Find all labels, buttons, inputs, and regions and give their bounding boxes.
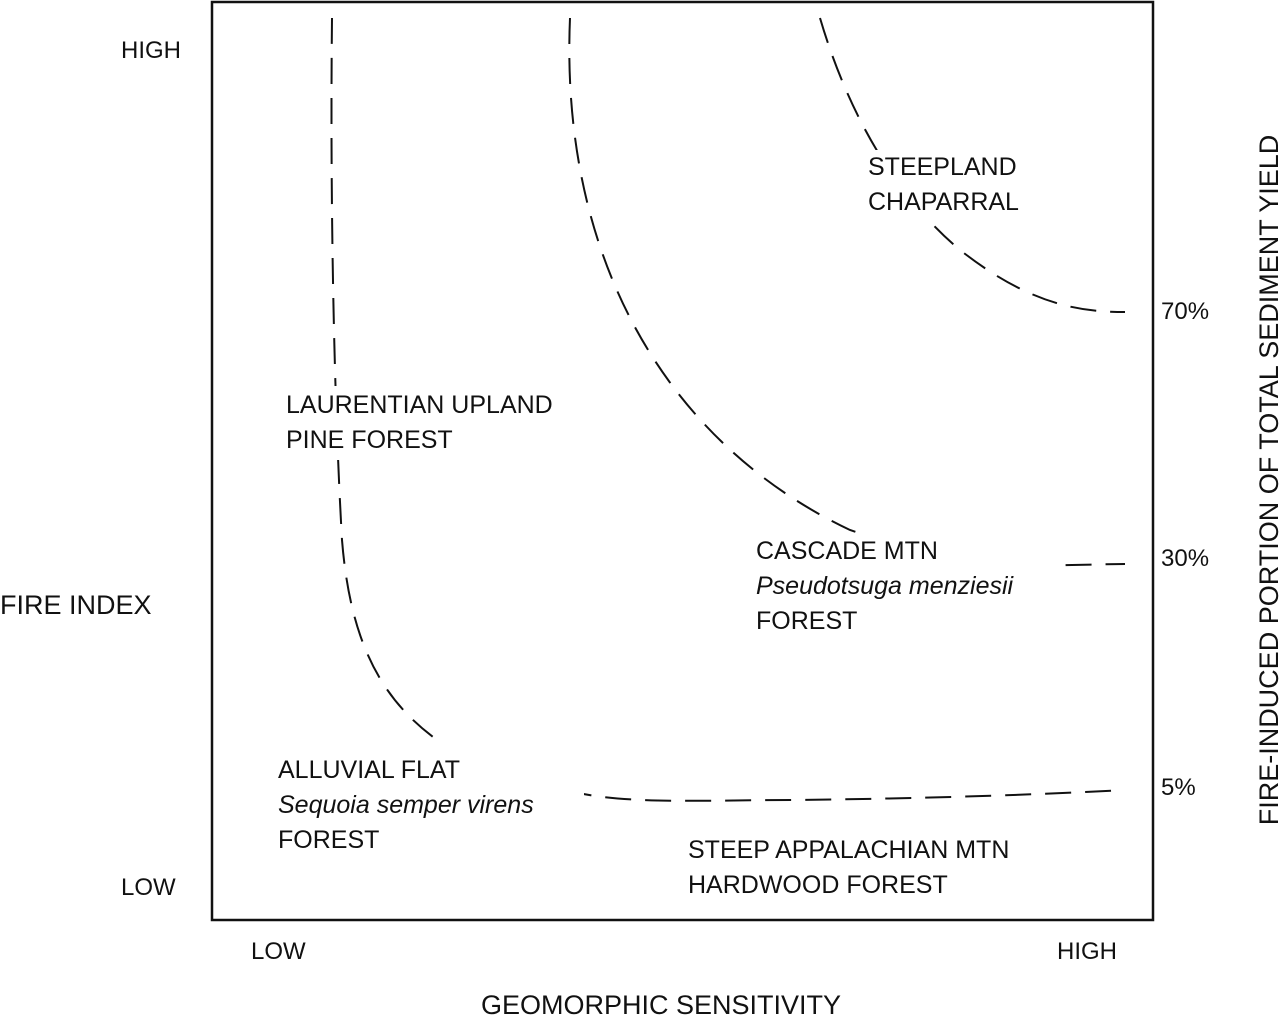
contour-5-left-branch: [330, 17, 441, 743]
region-cascade-species: Pseudotsuga menziesii: [756, 572, 1014, 600]
region-cascade-line1: CASCADE MTN: [756, 537, 938, 565]
label-knockout-laurentian: [282, 386, 604, 460]
region-steepland-chaparral: STEEPLAND CHAPARRAL: [868, 150, 1019, 220]
label-knockout-steepland: [864, 150, 1054, 222]
region-laurentian-line1: LAURENTIAN UPLAND: [286, 391, 553, 419]
region-laurentian-line2: PINE FOREST: [286, 426, 453, 454]
x-axis-title: GEOMORPHIC SENSITIVITY: [481, 990, 842, 1020]
y-high-label: HIGH: [121, 37, 181, 64]
contour-70-label: 70%: [1161, 298, 1210, 325]
y-right-axis-title: FIRE-INDUCED PORTION OF TOTAL SEDIMENT Y…: [1254, 134, 1280, 826]
region-steep-appalachian: STEEP APPALACHIAN MTN HARDWOOD FOREST: [688, 833, 1009, 903]
contour-70: [819, 17, 1126, 313]
region-laurentian-upland: LAURENTIAN UPLAND PINE FOREST: [286, 388, 553, 458]
x-high-label: HIGH: [1057, 938, 1117, 965]
region-cascade-line3: FOREST: [756, 607, 858, 635]
region-steepland-line1: STEEPLAND: [868, 153, 1017, 181]
region-alluvial-species: Sequoia semper virens: [278, 791, 534, 819]
region-steepland-line2: CHAPARRAL: [868, 188, 1019, 216]
contour-5-label: 5%: [1161, 774, 1196, 801]
contour-30: [568, 17, 1126, 567]
contour-5-bottom-branch: [565, 789, 1126, 802]
region-appalachian-line1: STEEP APPALACHIAN MTN: [688, 836, 1010, 864]
region-appalachian-line2: HARDWOOD FOREST: [688, 871, 948, 899]
label-knockout-alluvial: [274, 752, 584, 858]
region-alluvial-line1: ALLUVIAL FLAT: [278, 756, 461, 784]
region-alluvial-flat: ALLUVIAL FLAT Sequoia semper virens FORE…: [278, 753, 534, 858]
y-left-axis-title: FIRE INDEX: [0, 590, 152, 620]
label-knockout-cascade: [752, 534, 1064, 644]
plot-frame: [210, 0, 1155, 922]
x-low-label: LOW: [251, 938, 306, 965]
contour-30-label: 30%: [1161, 545, 1210, 572]
region-cascade-mtn: CASCADE MTN Pseudotsuga menziesii FOREST: [756, 534, 1013, 639]
region-alluvial-line3: FOREST: [278, 826, 380, 854]
y-low-label: LOW: [121, 874, 176, 901]
